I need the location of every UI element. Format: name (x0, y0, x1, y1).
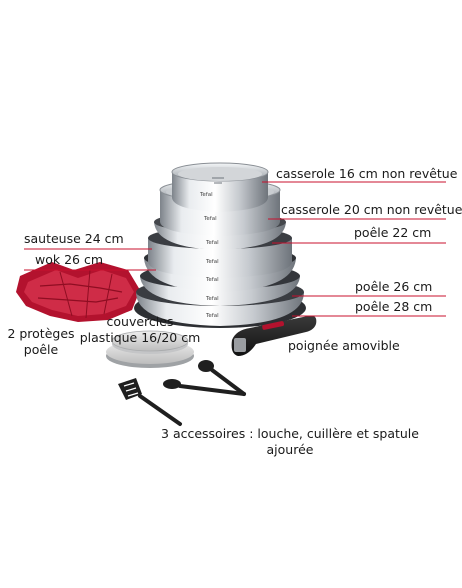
label-pan-protectors: 2 protèges poêle (6, 326, 76, 358)
brand-marks: Tefal Tefal Tefal Tefal Tefal Tefal Tefa… (199, 192, 219, 319)
stacked-cookware-image (134, 162, 306, 328)
brand-mark: Tefal (205, 277, 219, 283)
brand-mark: Tefal (205, 296, 219, 302)
product-illustration: Tefal Tefal Tefal Tefal Tefal Tefal Tefa… (6, 162, 462, 458)
kitchen-utensils-image (118, 360, 246, 426)
label-plastic-lids-line1: couvercles (106, 314, 174, 329)
brand-mark: Tefal (205, 313, 219, 319)
label-casserole-20: casserole 20 cm non revêtue (281, 202, 462, 217)
leader-lines (24, 181, 446, 317)
plastic-lid-image (106, 330, 194, 368)
label-plastic-lids-line2: plastique 16/20 cm (79, 330, 201, 345)
label-accessories-line2: ajourée (266, 442, 314, 457)
label-accessories: 3 accessoires : louche, cuillère et spat… (140, 426, 440, 458)
brand-mark: Tefal (205, 259, 219, 265)
product-artwork: Tefal Tefal Tefal Tefal Tefal Tefal Tefa… (16, 162, 446, 426)
label-pan-protectors-line2: poêle (23, 342, 59, 357)
label-poele-22: poêle 22 cm (354, 225, 432, 240)
detachable-handle-image (231, 315, 317, 356)
label-poele-28: poêle 28 cm (355, 299, 433, 314)
brand-mark: Tefal (203, 216, 217, 222)
label-plastic-lids: couvercles plastique 16/20 cm (74, 314, 206, 346)
label-sauteuse-24: sauteuse 24 cm (24, 231, 124, 246)
label-poele-26: poêle 26 cm (355, 279, 433, 294)
pan-protector-image (16, 262, 140, 322)
label-wok-26: wok 26 cm (35, 252, 104, 267)
label-casserole-16: casserole 16 cm non revêtue (276, 166, 458, 181)
brand-mark: Tefal (205, 240, 219, 246)
label-accessories-line1: 3 accessoires : louche, cuillère et spat… (161, 426, 419, 441)
label-pan-protectors-line1: 2 protèges (7, 326, 75, 341)
brand-mark: Tefal (199, 192, 213, 198)
label-detachable-handle: poignée amovible (288, 338, 400, 353)
